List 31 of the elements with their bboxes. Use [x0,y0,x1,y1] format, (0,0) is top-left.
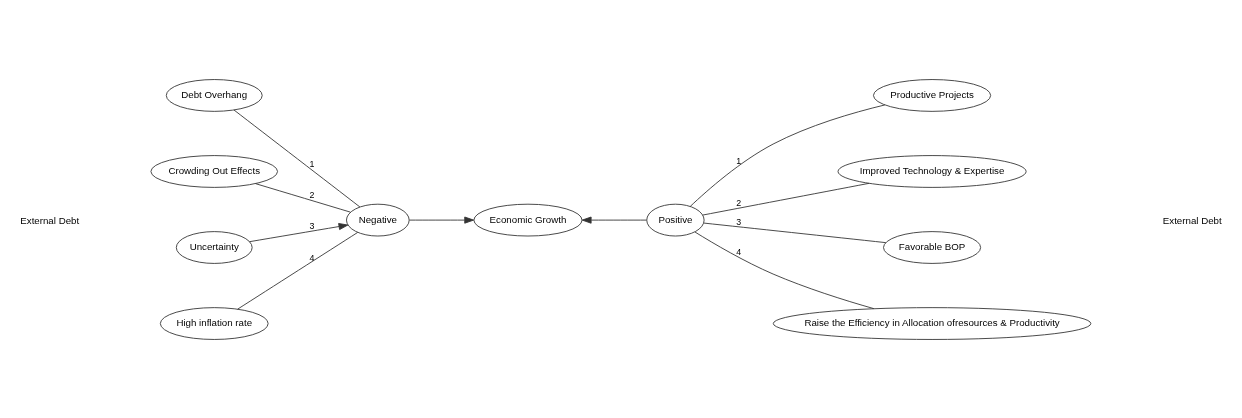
edge-label: 2 [309,189,315,200]
connector [703,222,887,243]
label: External Debt [1162,214,1222,226]
node-ellipse: Positive [646,203,705,236]
connector [233,109,361,207]
node-ellipse: Crowding Out Effects [150,154,278,188]
connector [689,104,886,207]
label: External Debt [20,214,80,226]
node-ellipse: Raise the Efficiency in Allocation ofresources & Productivity [772,306,1092,340]
node-ellipse: Uncertainty [175,230,253,264]
node-ellipse: Economic Growth [473,203,583,236]
connector [702,182,870,215]
edge-label: 3 [309,220,315,231]
arrow [249,222,349,242]
node-ellipse: Improved Technology & Expertise [837,154,1027,188]
edge-label: 4 [309,252,315,263]
connector [255,182,351,213]
edge-label: 2 [736,197,742,208]
node-ellipse: Favorable BOP [883,230,982,264]
edge-label: 1 [309,158,315,169]
arrow [409,216,474,224]
edge-label: 1 [736,155,742,166]
node-ellipse: High inflation rate [159,306,269,340]
edge-label: 4 [736,246,742,257]
node-ellipse: Productive Projects [873,78,992,112]
connector [237,231,359,310]
connector [694,231,875,309]
node-ellipse: Negative [346,203,410,236]
arrow [581,216,647,224]
edge-label: 3 [736,216,742,227]
node-ellipse: Debt Overhang [165,78,263,112]
